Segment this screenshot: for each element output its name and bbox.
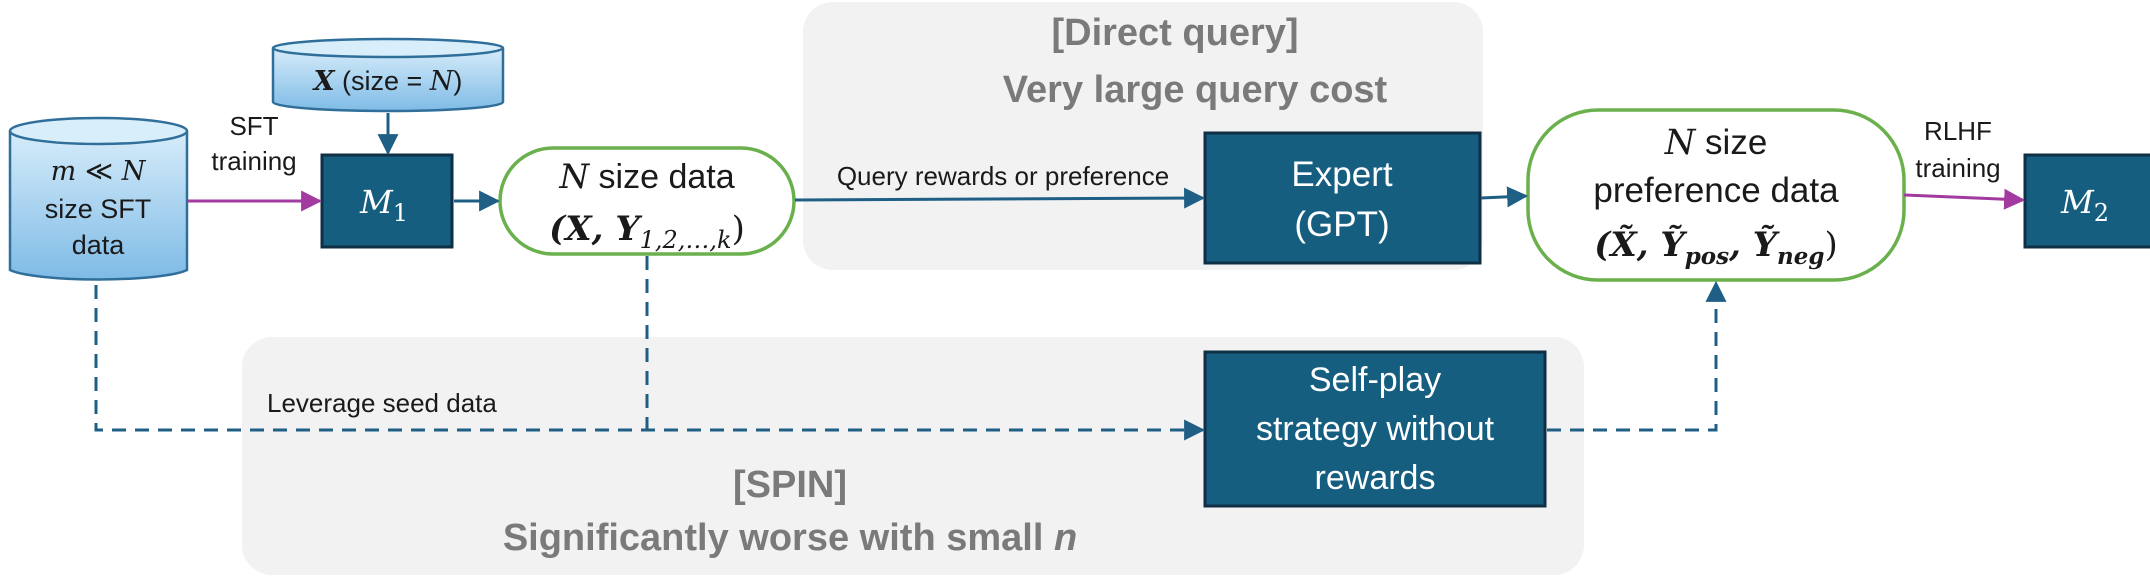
expert-gpt-box: Expert (GPT) xyxy=(1203,131,1482,265)
svg-text:M2: M2 xyxy=(2060,183,2109,227)
svg-text:(GPT): (GPT) xyxy=(1294,205,1389,244)
svg-text:data: data xyxy=(72,230,126,260)
svg-text:Self-play: Self-play xyxy=(1309,361,1441,399)
label-rlhf-1: RLHF xyxy=(1924,116,1992,146)
svg-text:N size: N size xyxy=(1664,123,1768,163)
svg-text:(X̃, Ỹpos, Ỹneg): (X̃, Ỹpos, Ỹneg) xyxy=(1594,225,1837,270)
direct-query-subtitle: Very large query cost xyxy=(1003,69,1388,111)
arrow-expert-to-pref xyxy=(1480,186,1529,208)
spin-title: [SPIN] xyxy=(733,464,847,506)
svg-text:rewards: rewards xyxy=(1315,459,1436,497)
svg-text:size SFT: size SFT xyxy=(45,194,152,224)
m1-model-box: M1 xyxy=(320,153,454,249)
dashed-selfplay-to-pref xyxy=(1547,280,1727,432)
label-leverage: Leverage seed data xyxy=(267,388,497,418)
x-input-cylinder: X (size = N) xyxy=(271,37,505,113)
arrow-pref-to-m2 xyxy=(1903,188,2026,210)
m2-model-box: M2 xyxy=(2023,153,2150,249)
svg-text:X (size = N): X (size = N) xyxy=(312,66,463,97)
arrow-data-to-expert xyxy=(794,187,1206,209)
label-rlhf-2: training xyxy=(1915,153,2000,183)
label-sft-training-2: training xyxy=(211,146,296,176)
svg-text:N size data: N size data xyxy=(558,157,734,197)
dashed-sft-to-selfplay xyxy=(94,285,1206,441)
sft-data-cylinder: m ≪ N size SFT data xyxy=(8,116,189,281)
n-size-data-node: N size data (X, Y1,2,…,k) xyxy=(498,146,796,256)
direct-query-title: [Direct query] xyxy=(1051,12,1298,54)
svg-text:strategy without: strategy without xyxy=(1256,410,1495,448)
svg-text:Expert: Expert xyxy=(1291,155,1392,194)
svg-text:M1: M1 xyxy=(359,183,408,227)
svg-text:m ≪ N: m ≪ N xyxy=(51,156,147,187)
label-sft-training-1: SFT xyxy=(229,111,278,141)
svg-text:(X, Y1,2,…,k): (X, Y1,2,…,k) xyxy=(549,209,745,254)
spin-subtitle: Significantly worse with small n xyxy=(503,517,1077,559)
self-play-box: Self-play strategy without rewards xyxy=(1203,350,1547,508)
preference-data-node: N size preference data (X̃, Ỹpos, Ỹneg) xyxy=(1526,108,1906,282)
svg-text:preference data: preference data xyxy=(1593,171,1839,210)
label-query: Query rewards or preference xyxy=(837,161,1169,191)
